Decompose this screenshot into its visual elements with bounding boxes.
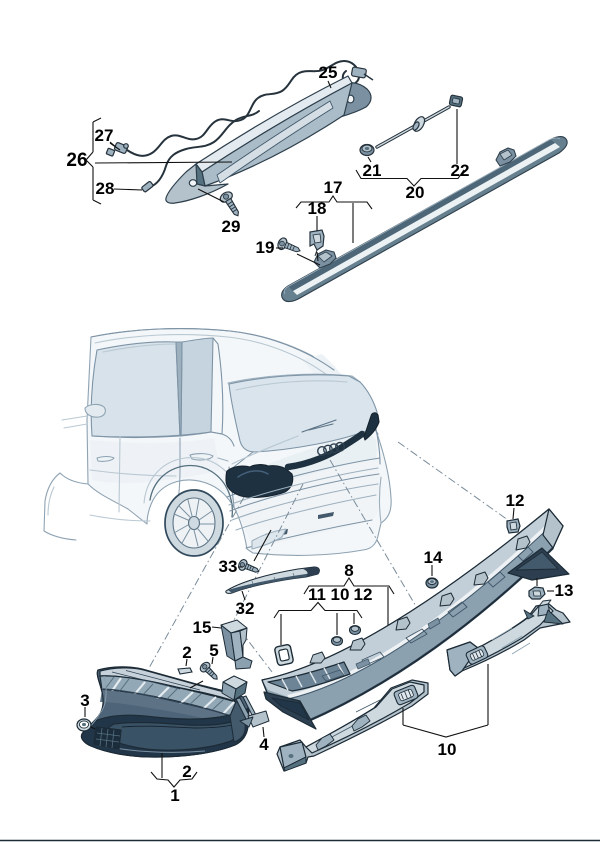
svg-text:15: 15 [193, 618, 212, 637]
svg-text:10: 10 [438, 740, 457, 759]
svg-text:2: 2 [182, 762, 191, 781]
svg-text:8: 8 [344, 561, 353, 580]
svg-text:19: 19 [256, 238, 275, 257]
svg-text:14: 14 [424, 548, 443, 567]
svg-text:22: 22 [451, 161, 470, 180]
svg-text:25: 25 [319, 63, 338, 82]
svg-text:12: 12 [506, 491, 525, 510]
svg-text:17: 17 [324, 178, 343, 197]
svg-text:1: 1 [170, 786, 179, 805]
svg-text:28: 28 [96, 179, 115, 198]
svg-text:27: 27 [95, 126, 114, 145]
svg-text:12: 12 [354, 585, 373, 604]
svg-text:3: 3 [80, 691, 89, 710]
svg-text:2: 2 [182, 643, 191, 662]
svg-text:20: 20 [406, 183, 425, 202]
svg-text:33: 33 [219, 557, 238, 576]
svg-text:26: 26 [66, 150, 87, 171]
svg-text:29: 29 [222, 217, 241, 236]
svg-text:18: 18 [308, 199, 327, 218]
svg-text:4: 4 [259, 735, 269, 754]
svg-text:13: 13 [555, 581, 574, 600]
svg-text:10: 10 [331, 585, 350, 604]
svg-text:11: 11 [308, 585, 326, 604]
svg-text:5: 5 [209, 641, 218, 660]
svg-text:21: 21 [363, 161, 382, 180]
svg-text:32: 32 [236, 599, 255, 618]
